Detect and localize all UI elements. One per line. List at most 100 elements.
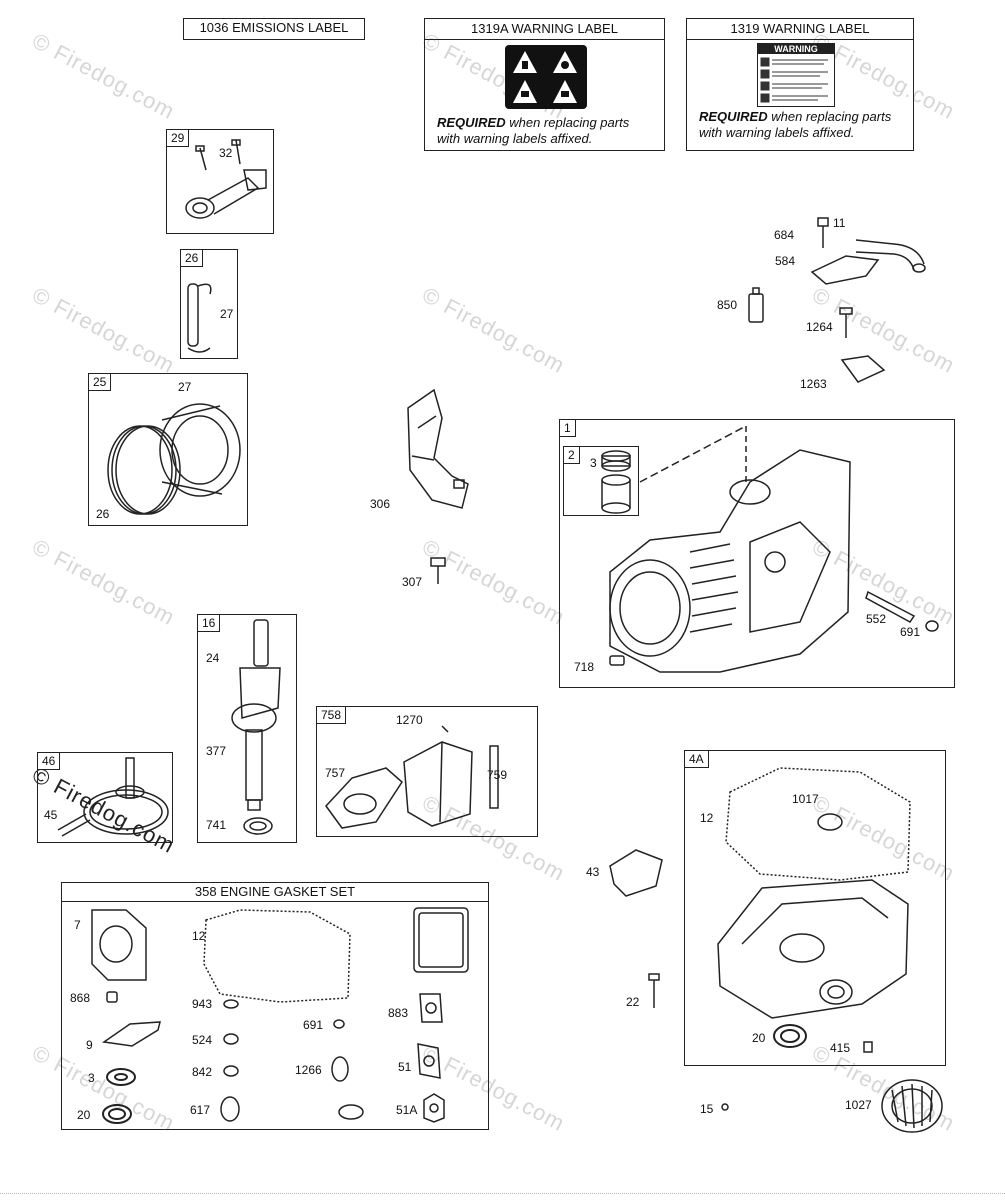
part-label-850: 850: [717, 298, 738, 312]
part-label-552: 552: [866, 612, 887, 626]
gasket-883-icon: [419, 993, 443, 1023]
part-label-22: 22: [626, 995, 640, 1009]
part-label-684: 684: [774, 228, 795, 242]
plug-icon: [721, 1103, 729, 1111]
group-1-box: 1: [559, 419, 955, 688]
part-label-15: 15: [700, 1102, 714, 1116]
part-label-691: 691: [900, 625, 921, 639]
part-label-415: 415: [830, 1041, 851, 1055]
part-label-11: 11: [833, 216, 846, 230]
group-tag: 26: [181, 250, 204, 267]
warning-label-1319a-box: 1319A WARNING LABEL REQUIRED when replac…: [424, 18, 665, 151]
breather-assembly-icon: [325, 725, 499, 829]
part-label-1263: 1263: [800, 377, 827, 391]
camshaft-gear-icon: [57, 757, 169, 837]
required-word: REQUIRED: [699, 109, 768, 124]
required-note: REQUIRED when replacing parts with warni…: [699, 109, 891, 141]
gasket-label-691: 691: [303, 1018, 324, 1032]
ring-691-icon: [333, 1019, 345, 1029]
group-25-box: 25: [88, 373, 248, 526]
warning-text-lines-icon: [760, 57, 828, 103]
required-text-line1: when replacing parts: [505, 115, 630, 130]
cylinder-block-icon: [609, 425, 851, 673]
gasket-label-883: 883: [388, 1006, 409, 1020]
oil-pump-icon: [609, 849, 663, 897]
part-label-741: 741: [206, 818, 227, 832]
ring-943-icon: [223, 999, 239, 1009]
watermark: © Firedog.com: [28, 534, 180, 631]
warning-label-1319-box: 1319 WARNING LABEL WARNING REQUIRED when…: [686, 18, 914, 151]
part-label-12: 12: [700, 811, 714, 825]
group-26-box: 26: [180, 249, 238, 359]
gasket-label-524: 524: [192, 1033, 213, 1047]
gasket-label-7: 7: [74, 918, 81, 932]
breather-tube-icon: [810, 217, 926, 285]
large-ring-icon: [338, 1104, 364, 1120]
ring-1266-icon: [331, 1056, 349, 1082]
crankcase-gasket-icon: [203, 909, 351, 1003]
page-footer-divider: [0, 1193, 1005, 1200]
warning-label-1319-title: 1319 WARNING LABEL: [687, 19, 913, 40]
part-label-759: 759: [487, 768, 508, 782]
small-ring-icon: [106, 991, 118, 1003]
part-label-718: 718: [574, 660, 595, 674]
gasket-51-icon: [417, 1043, 441, 1079]
screw-icon: [839, 307, 853, 338]
warning-label-1319a-title: 1319A WARNING LABEL: [425, 19, 664, 40]
dowel-icon: [609, 655, 625, 666]
group-tag: 1: [560, 420, 576, 437]
group-tag: 16: [198, 615, 221, 632]
gasket-label-51: 51: [398, 1060, 412, 1074]
required-note: REQUIRED when replacing parts with warni…: [437, 115, 629, 147]
pictogram-label-icon: [505, 45, 587, 109]
group-2-box: 2: [563, 446, 639, 516]
part-label-1264: 1264: [806, 320, 833, 334]
part-label-20: 20: [752, 1031, 766, 1045]
watermark: © Firedog.com: [418, 282, 570, 379]
group-tag: 4A: [685, 751, 709, 768]
sump-cover-icon: [717, 879, 909, 1019]
group-tag: 2: [564, 447, 580, 464]
part-label-306: 306: [370, 497, 391, 511]
air-guide-icon: [407, 388, 469, 509]
oil-filter-icon: [881, 1079, 943, 1133]
bolt-icon: [430, 557, 446, 584]
part-label-307: 307: [402, 575, 423, 589]
gasket-label-12: 12: [192, 929, 206, 943]
part-label-26: 26: [96, 507, 110, 521]
group-758-box: 758: [316, 706, 538, 837]
ring-842-icon: [223, 1065, 239, 1077]
gasket-label-9: 9: [86, 1038, 93, 1052]
ring-524-icon: [223, 1033, 239, 1045]
part-label-377: 377: [206, 744, 227, 758]
gasket-label-943: 943: [192, 997, 213, 1011]
dowel-pin-icon: [865, 590, 939, 632]
sump-bolt-icon: [648, 973, 660, 1008]
gasket-label-20: 20: [77, 1108, 91, 1122]
connecting-rod-icon: [185, 139, 267, 219]
gasket-label-842: 842: [192, 1065, 213, 1079]
part-label-757: 757: [325, 766, 346, 780]
gasket-label-51a: 51A: [396, 1103, 418, 1117]
seal-icon: [773, 1024, 807, 1048]
part-label-32: 32: [219, 146, 233, 160]
part-label-24: 24: [206, 651, 220, 665]
gasket-label-868: 868: [70, 991, 91, 1005]
part-label-1017: 1017: [792, 792, 819, 806]
engine-gasket-set-box: 358 ENGINE GASKET SET: [61, 882, 489, 1130]
required-text-line2: with warning labels affixed.: [437, 131, 593, 146]
gasket-label-617: 617: [190, 1103, 211, 1117]
gasket-51a-icon: [423, 1093, 445, 1123]
part-label-43: 43: [586, 865, 600, 879]
engine-gasket-set-title: 358 ENGINE GASKET SET: [62, 883, 488, 902]
part-label-1027: 1027: [845, 1098, 872, 1112]
watermark: © Firedog.com: [28, 28, 180, 125]
group-tag: 25: [89, 374, 112, 391]
emissions-label-title: 1036 EMISSIONS LABEL: [183, 18, 365, 40]
gasket-label-1266: 1266: [295, 1063, 322, 1077]
crankshaft-icon: [231, 619, 281, 835]
required-text-line2: with warning labels affixed.: [699, 125, 855, 140]
plate-icon: [840, 355, 886, 383]
group-16-box: 16: [197, 614, 297, 843]
group-29-box: 29: [166, 129, 274, 234]
